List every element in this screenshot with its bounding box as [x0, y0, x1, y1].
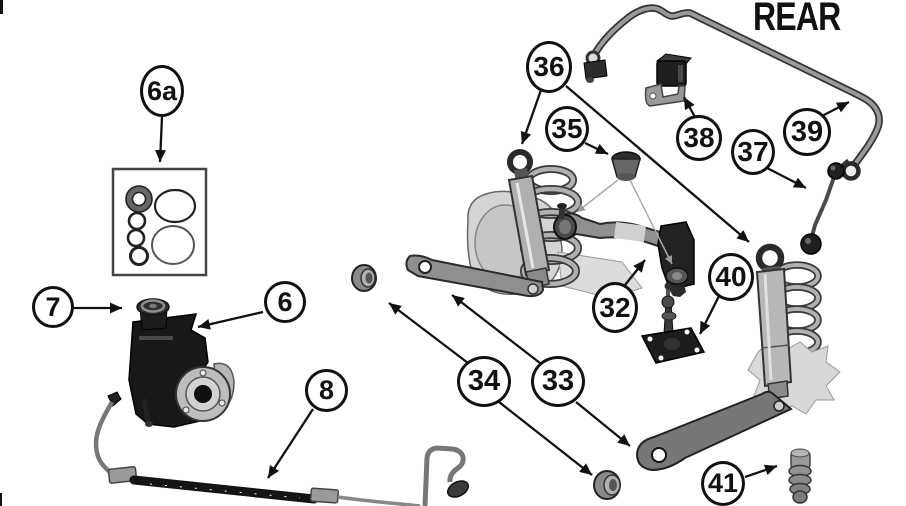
callout-6[interactable]: 6 — [264, 281, 306, 323]
reference-lines — [576, 179, 673, 265]
seal-kit-drawing — [111, 167, 208, 277]
sway-bar-bushing-bracket-drawing — [644, 53, 692, 107]
callout-38[interactable]: 38 — [676, 115, 722, 161]
callout-37[interactable]: 37 — [731, 129, 775, 175]
callout-41[interactable]: 41 — [701, 461, 745, 506]
callout-35[interactable]: 35 — [545, 106, 589, 152]
callout-34[interactable]: 34 — [457, 356, 511, 407]
callout-arrows — [74, 85, 850, 479]
callout-36[interactable]: 36 — [526, 41, 572, 93]
sway-bar-drawing — [583, 4, 883, 181]
power-steering-pump-drawing — [128, 298, 235, 428]
callout-32[interactable]: 32 — [592, 282, 638, 333]
edge-artifacts — [0, 0, 3, 506]
upper-arm-bushing-drawing — [611, 151, 641, 181]
callout-8[interactable]: 8 — [305, 369, 348, 412]
rear-section-label: REAR — [753, 0, 841, 39]
sway-bar-link-drawing — [800, 158, 849, 255]
lower-arm-bushing-front-drawing — [351, 264, 377, 292]
left-suspension-assembly-drawing — [405, 149, 695, 299]
callout-33[interactable]: 33 — [531, 356, 585, 407]
lower-arm-bushing-rear-drawing — [593, 470, 621, 500]
track-bar-bracket-drawing — [640, 282, 706, 364]
callout-39[interactable]: 39 — [783, 108, 831, 156]
callout-40[interactable]: 40 — [708, 253, 754, 301]
callout-6a[interactable]: 6a — [140, 65, 184, 117]
power-steering-hose-drawing — [93, 391, 470, 506]
right-suspension-assembly-drawing — [635, 243, 841, 472]
bump-stop-drawing — [788, 448, 812, 504]
callout-7[interactable]: 7 — [32, 286, 74, 328]
